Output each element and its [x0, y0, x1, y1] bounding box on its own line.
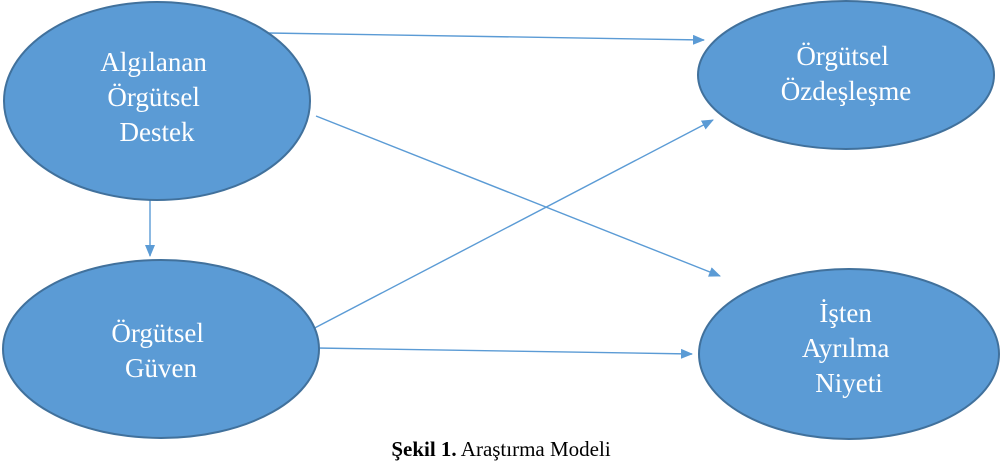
- node-label-line: Ayrılma: [802, 333, 890, 363]
- edge-guven-to-ozdeslesme: [306, 119, 714, 333]
- node-algilanan-orgutsel-destek: Algılanan Örgütsel Destek: [3, 1, 311, 201]
- node-label-line: Destek: [120, 117, 195, 147]
- node-label-line: Örgütsel: [111, 318, 204, 348]
- node-orgutsel-ozdeslesme: Örgütsel Özdeşleşme: [697, 0, 995, 150]
- node-label-line: Niyeti: [815, 368, 883, 398]
- node-orgutsel-ozdeslesme-label: Örgütsel Özdeşleşme: [781, 41, 911, 106]
- node-isten-ayrilma-niyeti-label: İşten Ayrılma Niyeti: [802, 298, 896, 398]
- node-label-line: Güven: [125, 353, 197, 383]
- figure-caption-text: Araştırma Modeli: [456, 437, 611, 461]
- node-orgutsel-guven-label: Örgütsel Güven: [111, 318, 210, 383]
- node-label-line: Örgütsel: [107, 82, 200, 112]
- node-orgutsel-guven-shape: [2, 259, 320, 439]
- node-label-line: İşten: [819, 298, 872, 328]
- node-algilanan-orgutsel-destek-label: Algılanan Örgütsel Destek: [100, 47, 213, 147]
- figure-caption-label: Şekil 1.: [391, 437, 457, 461]
- node-orgutsel-ozdeslesme-shape: [697, 0, 995, 150]
- node-label-line: Örgütsel: [796, 41, 889, 71]
- figure-caption: Şekil 1. Araştırma Modeli: [0, 436, 1002, 462]
- edges: [145, 32, 721, 359]
- node-isten-ayrilma-niyeti-shape: [698, 268, 1000, 440]
- node-isten-ayrilma-niyeti: İşten Ayrılma Niyeti: [698, 268, 1000, 440]
- node-label-line: Algılanan: [100, 47, 207, 77]
- node-algilanan-orgutsel-destek-shape: [3, 1, 311, 201]
- edge-destek-to-ayrilma: [315, 115, 721, 277]
- edge-destek-to-ozdeslesme: [267, 32, 705, 45]
- node-orgutsel-guven: Örgütsel Güven: [2, 259, 320, 439]
- edge-guven-to-ayrilma: [315, 347, 693, 359]
- node-label-line: Özdeşleşme: [781, 76, 911, 106]
